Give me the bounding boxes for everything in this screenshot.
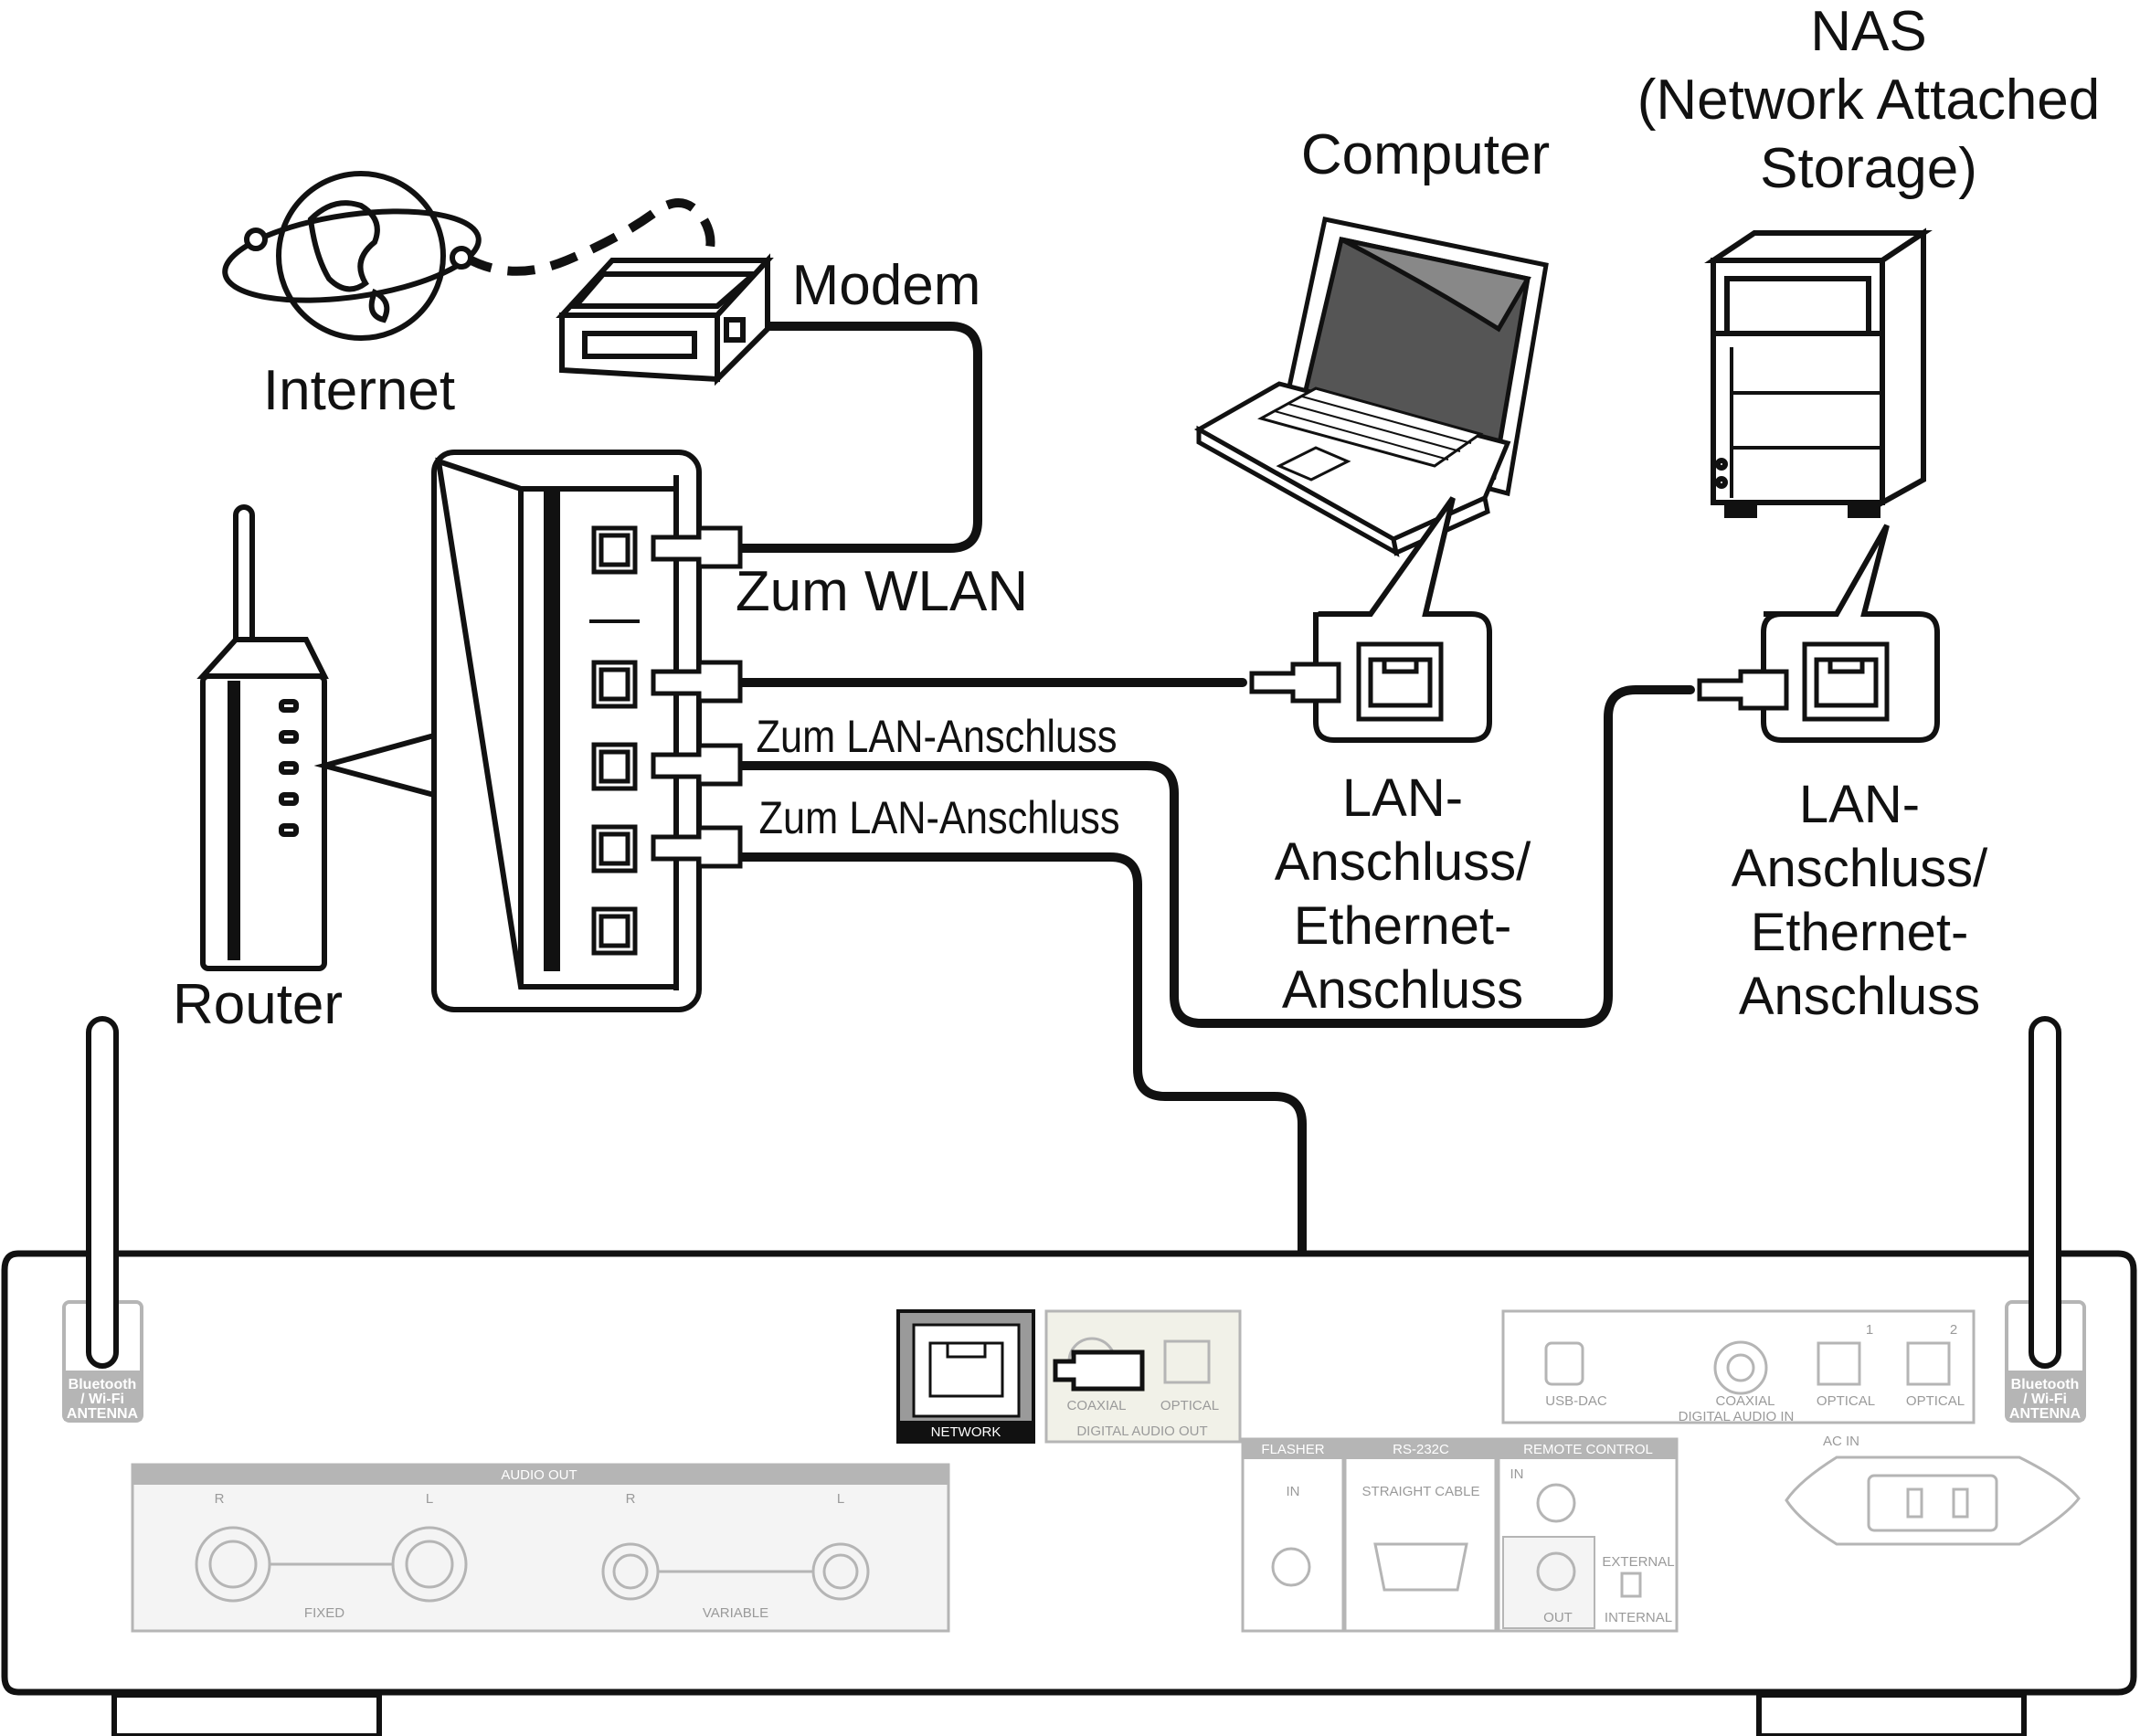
antenna-left: Bluetooth / Wi-Fi ANTENNA <box>62 1016 143 1423</box>
internet-globe-icon <box>222 171 482 341</box>
foot-left <box>111 1692 382 1736</box>
svg-text:AC IN: AC IN <box>1823 1434 1859 1449</box>
laptop-icon <box>1193 217 1549 557</box>
computer-label: Computer <box>1301 123 1550 186</box>
svg-text:Bluetooth: Bluetooth <box>69 1377 137 1392</box>
svg-text:Storage): Storage) <box>1760 137 1977 200</box>
svg-text:2: 2 <box>1950 1322 1957 1338</box>
svg-text:FIXED: FIXED <box>304 1605 344 1621</box>
svg-text:DIGITAL AUDIO IN: DIGITAL AUDIO IN <box>1679 1409 1795 1424</box>
audio-out: AUDIO OUT R L R L FIXED VARIABLE <box>131 1463 950 1633</box>
ac-in: AC IN <box>1785 1434 2081 1546</box>
svg-text:USB-DAC: USB-DAC <box>1545 1393 1607 1409</box>
digital-audio-in: USB-DAC COAXIAL 1 OPTICAL 2 OPTICAL DIGI… <box>1501 1309 1976 1424</box>
svg-text:Bluetooth: Bluetooth <box>2011 1377 2080 1392</box>
svg-text:STRAIGHT CABLE: STRAIGHT CABLE <box>1362 1484 1480 1499</box>
svg-text:R: R <box>215 1491 225 1507</box>
svg-text:RS-232C: RS-232C <box>1393 1442 1449 1457</box>
control-ports: FLASHER IN RS-232C STRAIGHT CABLE REMOTE… <box>1241 1437 1679 1633</box>
svg-text:IN: IN <box>1510 1466 1524 1482</box>
nas-label: NAS (Network Attached Storage) <box>1637 0 2101 200</box>
digital-audio-out: COAXIAL OPTICAL DIGITAL AUDIO OUT <box>1044 1309 1242 1444</box>
to-lan-label-1: Zum LAN-Anschluss <box>757 711 1118 762</box>
svg-text:Anschluss: Anschluss <box>1739 967 1980 1026</box>
svg-text:L: L <box>426 1491 433 1507</box>
svg-text:1: 1 <box>1866 1322 1873 1338</box>
svg-text:FLASHER: FLASHER <box>1261 1442 1324 1457</box>
svg-text:ANTENNA: ANTENNA <box>67 1406 139 1422</box>
svg-text:IN: IN <box>1287 1484 1300 1499</box>
svg-text:Anschluss/: Anschluss/ <box>1732 839 1988 898</box>
svg-text:Anschluss/: Anschluss/ <box>1275 832 1531 892</box>
svg-text:REMOTE CONTROL: REMOTE CONTROL <box>1523 1442 1653 1457</box>
svg-text:DIGITAL AUDIO OUT: DIGITAL AUDIO OUT <box>1076 1424 1207 1439</box>
svg-text:INTERNAL: INTERNAL <box>1605 1610 1672 1625</box>
computer-lan-port <box>1356 641 1444 722</box>
svg-text:COAXIAL: COAXIAL <box>1715 1393 1775 1409</box>
nas-icon <box>1704 228 1933 518</box>
computer-port-label: LAN- Anschluss/ Ethernet- Anschluss <box>1275 768 1531 1020</box>
foot-right <box>1756 1692 2027 1736</box>
router-label: Router <box>173 973 343 1036</box>
cable-router-nas <box>736 685 1695 1028</box>
router-icon <box>196 504 329 971</box>
svg-text:COAXIAL: COAXIAL <box>1066 1398 1126 1413</box>
antenna-right: Bluetooth / Wi-Fi ANTENNA <box>2005 1016 2086 1423</box>
nas-lan-port <box>1802 641 1890 722</box>
svg-text:(Network Attached: (Network Attached <box>1637 69 2101 132</box>
to-wlan-label: Zum WLAN <box>736 560 1028 623</box>
router-lan-ports <box>591 525 638 956</box>
svg-text:NAS: NAS <box>1810 0 1926 63</box>
svg-text:VARIABLE: VARIABLE <box>703 1605 768 1621</box>
cables <box>726 322 1695 1375</box>
svg-text:NETWORK: NETWORK <box>931 1424 1001 1440</box>
nas-port-label: LAN- Anschluss/ Ethernet- Anschluss <box>1732 775 1988 1026</box>
nas-plug <box>1697 669 1789 711</box>
svg-text:Ethernet-: Ethernet- <box>1294 896 1512 956</box>
internet-label: Internet <box>263 359 455 422</box>
network-port: NETWORK <box>896 1309 1035 1444</box>
router-plugs <box>651 525 743 869</box>
cable-modem-router <box>726 322 982 553</box>
internet-dashed-link <box>463 198 715 276</box>
to-lan-label-2: Zum LAN-Anschluss <box>759 792 1120 843</box>
svg-text:ANTENNA: ANTENNA <box>2009 1406 2082 1422</box>
svg-text:Anschluss: Anschluss <box>1282 960 1523 1020</box>
svg-text:LAN-: LAN- <box>1799 775 1920 834</box>
svg-text:LAN-: LAN- <box>1342 768 1463 828</box>
player-rear-panel: Bluetooth / Wi-Fi ANTENNA Bluetooth / Wi… <box>1 1016 2137 1736</box>
svg-text:OPTICAL: OPTICAL <box>1906 1393 1965 1409</box>
svg-text:OPTICAL: OPTICAL <box>1817 1393 1875 1409</box>
svg-text:/ Wi-Fi: / Wi-Fi <box>2023 1392 2067 1407</box>
svg-text:OPTICAL: OPTICAL <box>1160 1398 1219 1413</box>
modem-icon <box>556 253 774 386</box>
svg-text:/ Wi-Fi: / Wi-Fi <box>80 1392 124 1407</box>
svg-text:L: L <box>837 1491 844 1507</box>
svg-text:EXTERNAL: EXTERNAL <box>1602 1554 1674 1570</box>
router-callout <box>313 732 437 799</box>
svg-text:AUDIO OUT: AUDIO OUT <box>501 1467 577 1483</box>
svg-text:Ethernet-: Ethernet- <box>1751 903 1969 962</box>
computer-plug <box>1249 662 1341 704</box>
modem-label: Modem <box>792 254 981 317</box>
svg-text:OUT: OUT <box>1543 1610 1573 1625</box>
svg-text:R: R <box>626 1491 636 1507</box>
